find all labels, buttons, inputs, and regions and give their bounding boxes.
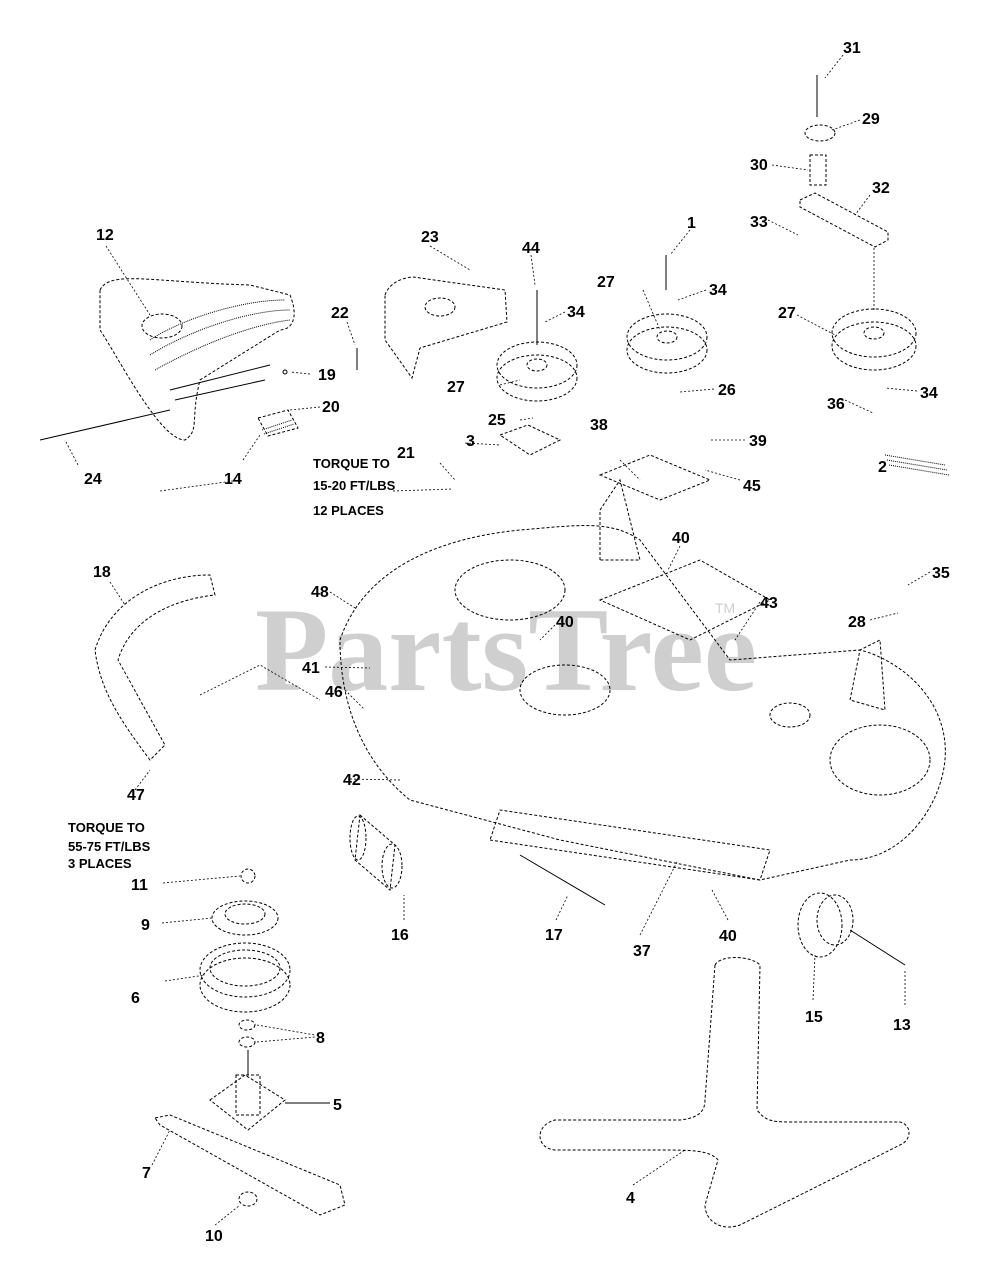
washer-8b [238, 1036, 256, 1048]
callout-44[interactable]: 44 [522, 240, 540, 257]
callout-26[interactable]: 26 [718, 382, 736, 399]
idler-pulley-center[interactable] [496, 341, 578, 402]
bracket-3 [498, 424, 562, 456]
callout-8[interactable]: 8 [316, 1030, 325, 1047]
callout-35[interactable]: 35 [932, 565, 950, 582]
callout-29[interactable]: 29 [862, 111, 880, 128]
note-line: TORQUE TO [68, 820, 145, 835]
callout-40-bottom[interactable]: 40 [719, 928, 737, 945]
callout-19[interactable]: 19 [318, 367, 336, 384]
callout-16[interactable]: 16 [391, 927, 409, 944]
callout-18[interactable]: 18 [93, 564, 111, 581]
idler-arm-32[interactable] [799, 192, 889, 248]
callout-37[interactable]: 37 [633, 943, 651, 960]
idler-pulley-middle[interactable] [626, 313, 708, 374]
callout-21[interactable]: 21 [397, 445, 415, 462]
callout-34-middle[interactable]: 34 [709, 282, 727, 299]
note-line: 3 PLACES [68, 856, 132, 871]
callout-28[interactable]: 28 [848, 614, 866, 631]
discharge-chute[interactable] [99, 278, 295, 441]
roller-16[interactable] [349, 814, 403, 891]
callout-3[interactable]: 3 [466, 433, 475, 450]
callout-33[interactable]: 33 [750, 214, 768, 231]
callout-41[interactable]: 41 [302, 660, 320, 677]
note-line: 15-20 FT/LBS [313, 478, 396, 493]
callout-2[interactable]: 2 [878, 459, 887, 476]
callout-4[interactable]: 4 [626, 1190, 635, 1207]
callout-39[interactable]: 39 [749, 433, 767, 450]
callout-22[interactable]: 22 [331, 305, 349, 322]
callout-46[interactable]: 46 [325, 684, 343, 701]
callout-10[interactable]: 10 [205, 1228, 223, 1245]
idler-pulley-right[interactable] [831, 308, 917, 371]
callout-38[interactable]: 38 [590, 417, 608, 434]
callout-32[interactable]: 32 [872, 180, 890, 197]
chute-spring[interactable] [257, 409, 299, 437]
blade-bolt-10 [238, 1191, 258, 1207]
callout-43[interactable]: 43 [760, 595, 778, 612]
torque-note-spindle: TORQUE TO 55-75 FT/LBS 3 PLACES [68, 820, 151, 871]
callout-9[interactable]: 9 [141, 917, 150, 934]
watermark-tm: TM [715, 600, 735, 616]
callout-5[interactable]: 5 [333, 1097, 342, 1114]
callout-40-top[interactable]: 40 [672, 530, 690, 547]
mower-deck[interactable] [339, 478, 946, 881]
callout-45[interactable]: 45 [743, 478, 761, 495]
callout-7[interactable]: 7 [142, 1165, 151, 1182]
callout-48[interactable]: 48 [311, 584, 329, 601]
callout-34-center[interactable]: 34 [567, 304, 585, 321]
blade-7[interactable] [154, 1114, 346, 1216]
spindle-5[interactable] [209, 1050, 286, 1131]
drive-belt-4[interactable] [539, 957, 910, 1228]
callout-27-right[interactable]: 27 [778, 305, 796, 322]
pulley-6[interactable] [199, 942, 291, 1013]
leader-lines [64, 54, 931, 1226]
callout-23[interactable]: 23 [421, 229, 439, 246]
callout-36[interactable]: 36 [827, 396, 845, 413]
spring-2 [884, 454, 950, 476]
callout-42[interactable]: 42 [343, 772, 361, 789]
spindle-nut-11 [240, 868, 256, 884]
callout-34-right[interactable]: 34 [920, 385, 938, 402]
rod-17 [519, 854, 606, 906]
part-19 [282, 369, 288, 375]
callout-30[interactable]: 30 [750, 157, 768, 174]
pulley-9[interactable] [211, 900, 279, 936]
callout-11[interactable]: 11 [131, 877, 148, 894]
belt-cover[interactable] [384, 276, 508, 380]
callout-13[interactable]: 13 [893, 1017, 911, 1034]
note-line: TORQUE TO [313, 456, 390, 471]
callout-31[interactable]: 31 [843, 40, 861, 57]
watermark: PartsTree [255, 583, 757, 716]
callout-6[interactable]: 6 [131, 990, 140, 1007]
deflector-18[interactable] [94, 574, 216, 761]
callout-24[interactable]: 24 [84, 471, 102, 488]
bushing-30 [809, 154, 827, 186]
callout-27-middle[interactable]: 27 [597, 274, 615, 291]
note-line: 55-75 FT/LBS [68, 839, 151, 854]
washer-8a [238, 1019, 256, 1031]
callout-27-center[interactable]: 27 [447, 379, 465, 396]
bracket-38 [598, 454, 712, 501]
callout-15[interactable]: 15 [805, 1009, 823, 1026]
note-line: 12 PLACES [313, 503, 384, 518]
bolt-13 [849, 929, 906, 966]
callout-40-middle[interactable]: 40 [556, 614, 574, 631]
anti-scalp-wheel-15[interactable] [797, 892, 854, 958]
washer-29 [804, 124, 836, 142]
callout-20[interactable]: 20 [322, 399, 340, 416]
callout-25[interactable]: 25 [488, 412, 506, 429]
chute-rod [39, 409, 171, 441]
callout-14[interactable]: 14 [224, 471, 242, 488]
callout-12[interactable]: 12 [96, 227, 114, 244]
torque-note-deck: TORQUE TO 15-20 FT/LBS 12 PLACES [313, 456, 396, 518]
callout-1[interactable]: 1 [687, 215, 696, 232]
callout-17[interactable]: 17 [545, 927, 563, 944]
callout-47[interactable]: 47 [127, 787, 145, 804]
